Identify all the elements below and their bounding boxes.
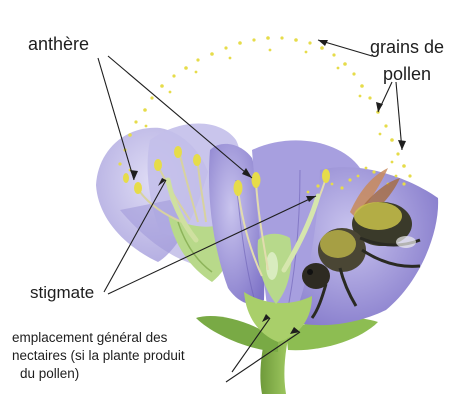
label-stigmate: stigmate — [30, 283, 94, 303]
label-grains-line1: grains de — [370, 34, 444, 61]
label-nectar-line1: emplacement général des — [12, 329, 185, 347]
label-nectar-line3: du pollen) — [12, 365, 185, 383]
label-grains-line2: pollen — [370, 61, 444, 88]
label-anthere: anthère — [28, 34, 89, 56]
label-grains-de-pollen: grains de pollen — [370, 34, 444, 88]
label-nectar-line2: nectaires (si la plante produit — [12, 347, 185, 365]
label-nectaires: emplacement général des nectaires (si la… — [12, 329, 185, 383]
leader-grains-low — [396, 82, 402, 150]
